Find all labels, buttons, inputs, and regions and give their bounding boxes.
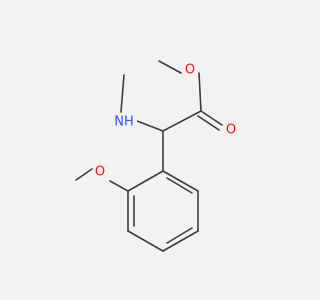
bond-alpha-n	[136, 120, 164, 132]
ring-bond-4	[127, 230, 164, 252]
molecule-drawing: O O NH O	[75, 60, 238, 252]
atom-methoxy-o: O	[95, 165, 105, 180]
ring-bond-1	[162, 170, 199, 192]
atom-amine-nh: NH	[114, 115, 134, 130]
atom-labels: O O NH O	[93, 61, 238, 180]
bond-n-methyl	[120, 74, 125, 113]
ring-bond-6	[127, 170, 164, 192]
bond-carbonyl-double-2	[197, 115, 220, 131]
ring-bond-3	[162, 230, 199, 252]
ring-inner-double-2	[166, 227, 193, 244]
bond-aryl-methoxy-o	[109, 180, 129, 192]
bond-methoxy-o-methyl	[75, 168, 93, 181]
atom-carbonyl-o: O	[226, 123, 236, 138]
atom-ester-o: O	[185, 63, 195, 78]
bond-carbonyl-alpha	[162, 110, 202, 132]
bond-ester-o-carbonyl-c	[198, 72, 202, 112]
bond-methyl-ester-o	[158, 60, 182, 74]
bond-carbonyl-double-1	[200, 110, 223, 126]
structure-canvas: O O NH O	[75, 60, 238, 252]
bonds	[75, 60, 223, 252]
ring-inner-double-1	[166, 177, 193, 194]
